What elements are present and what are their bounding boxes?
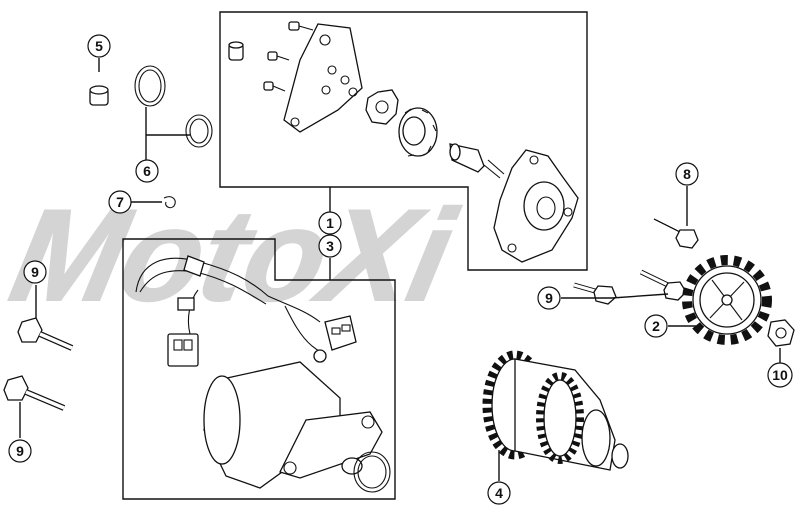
callout-5: 5	[87, 34, 111, 58]
part-9-flange-bolt	[639, 269, 687, 301]
pinion-shaft	[449, 143, 505, 179]
bracket-bolt	[267, 51, 290, 61]
connector-small	[177, 297, 195, 311]
callout-label: 9	[545, 290, 553, 306]
part-9-flange-bolt	[573, 282, 617, 305]
part-9-flange-bolt	[17, 317, 74, 351]
end-cover	[493, 149, 579, 263]
leader-9-right	[561, 293, 669, 299]
leader-6	[145, 107, 190, 160]
callout-label: 6	[143, 163, 151, 179]
callout-9: 9	[537, 286, 561, 310]
callout-4: 4	[487, 481, 511, 505]
part-3-starter-motor	[135, 255, 391, 493]
motor-pinion	[341, 457, 363, 475]
callout-2: 2	[644, 314, 668, 338]
motor-o-ring	[353, 451, 391, 493]
motor-flange	[279, 411, 383, 479]
callout-6: 6	[135, 159, 159, 183]
callout-9: 9	[23, 260, 47, 284]
callout-label: 8	[683, 166, 691, 182]
callout-label: 9	[16, 443, 24, 459]
part-8-flange-bolt	[653, 218, 699, 249]
wire-sleeve	[183, 255, 205, 277]
callout-10: 10	[767, 362, 793, 388]
small-gear	[365, 89, 399, 125]
callout-8: 8	[675, 162, 699, 186]
callout-label: 2	[652, 318, 660, 334]
bracket-bolt	[263, 81, 286, 92]
bracket-plate	[283, 23, 363, 133]
callout-1: 1	[318, 211, 342, 235]
drive-gear	[398, 107, 438, 157]
watermark-text: MotoXi	[0, 182, 467, 327]
part-5-dowel-pin	[89, 85, 109, 106]
part-9-flange-bolt	[3, 375, 66, 411]
part-10-flange-nut	[767, 319, 795, 347]
part-2-sprocket	[682, 255, 772, 345]
callout-label: 3	[326, 238, 334, 254]
part-4-starter-clutch	[482, 350, 629, 471]
watermark: MotoXi	[0, 181, 468, 328]
callout-label: 1	[326, 215, 334, 231]
callout-label: 9	[31, 264, 39, 280]
connector-block	[167, 333, 199, 367]
callout-label: 7	[116, 194, 124, 210]
callout-label: 10	[772, 367, 788, 383]
callout-label: 5	[95, 38, 103, 54]
bracket-bolt	[288, 21, 314, 31]
callout-3: 3	[318, 234, 342, 258]
collar	[228, 41, 244, 61]
callout-9: 9	[8, 439, 32, 463]
callout-7: 7	[108, 190, 132, 214]
part-7-clip	[163, 196, 176, 209]
part-6-o-rings	[134, 65, 213, 148]
motor-endcap	[203, 375, 241, 465]
ring-terminal	[313, 349, 327, 363]
group-box-3	[122, 238, 396, 500]
group-box-1	[219, 11, 588, 271]
part-1-bracket-assembly	[228, 21, 579, 263]
callout-label: 4	[495, 485, 503, 501]
